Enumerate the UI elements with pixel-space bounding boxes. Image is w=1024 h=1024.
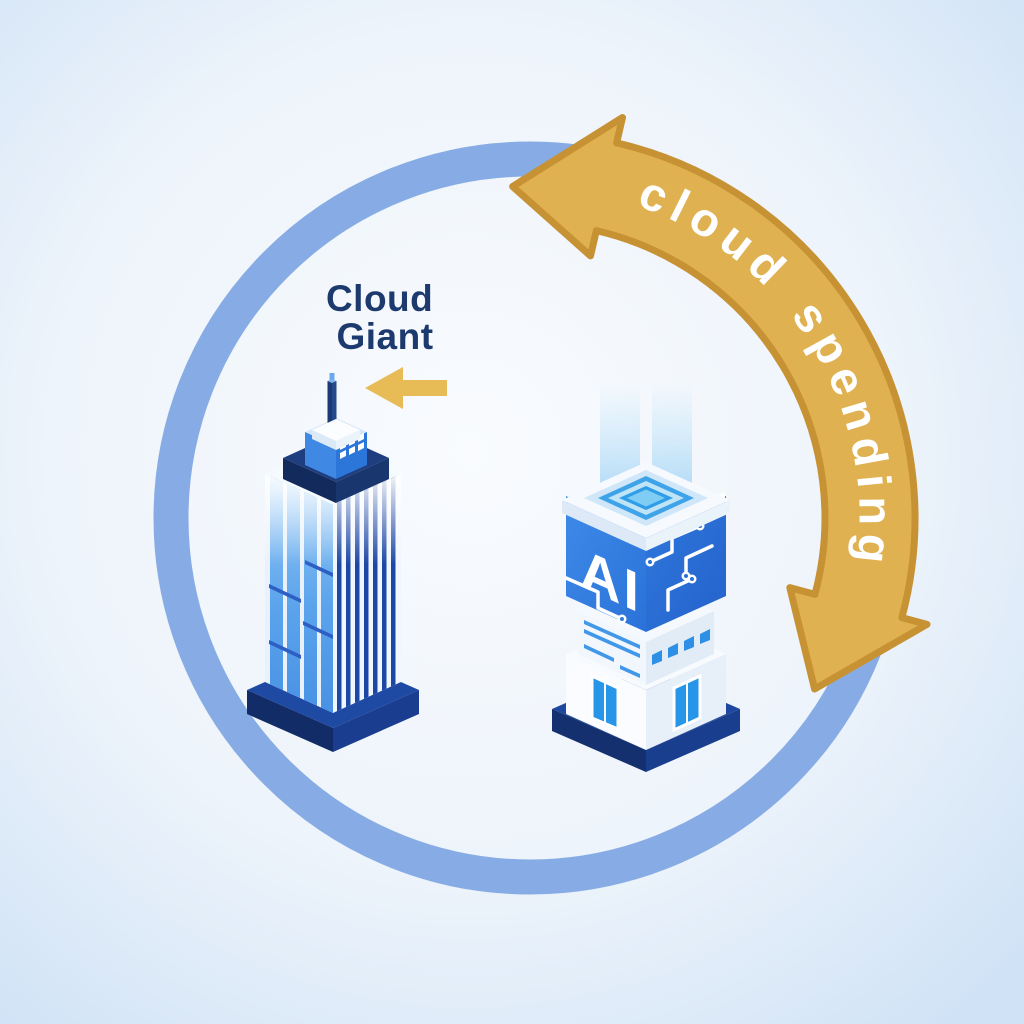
cloud-giant-title: Cloud Giant [326, 278, 444, 357]
vent-squares [652, 629, 710, 665]
tower-left-window-stripes [265, 474, 333, 713]
cloud-giant-building [247, 373, 419, 752]
vent-stripes [584, 620, 640, 678]
skyscraper-spire [327, 373, 337, 428]
circuit-trace [564, 576, 624, 621]
left-arrow-icon [365, 367, 447, 409]
tower-right-window-stripes [333, 474, 401, 713]
chip-core [627, 489, 665, 507]
ai-building: AI [552, 382, 740, 772]
skyscraper-tower [265, 444, 401, 713]
arc-arrow-shape [509, 114, 931, 693]
skyscraper-slab [312, 419, 360, 450]
ai-chip-top [562, 462, 730, 551]
